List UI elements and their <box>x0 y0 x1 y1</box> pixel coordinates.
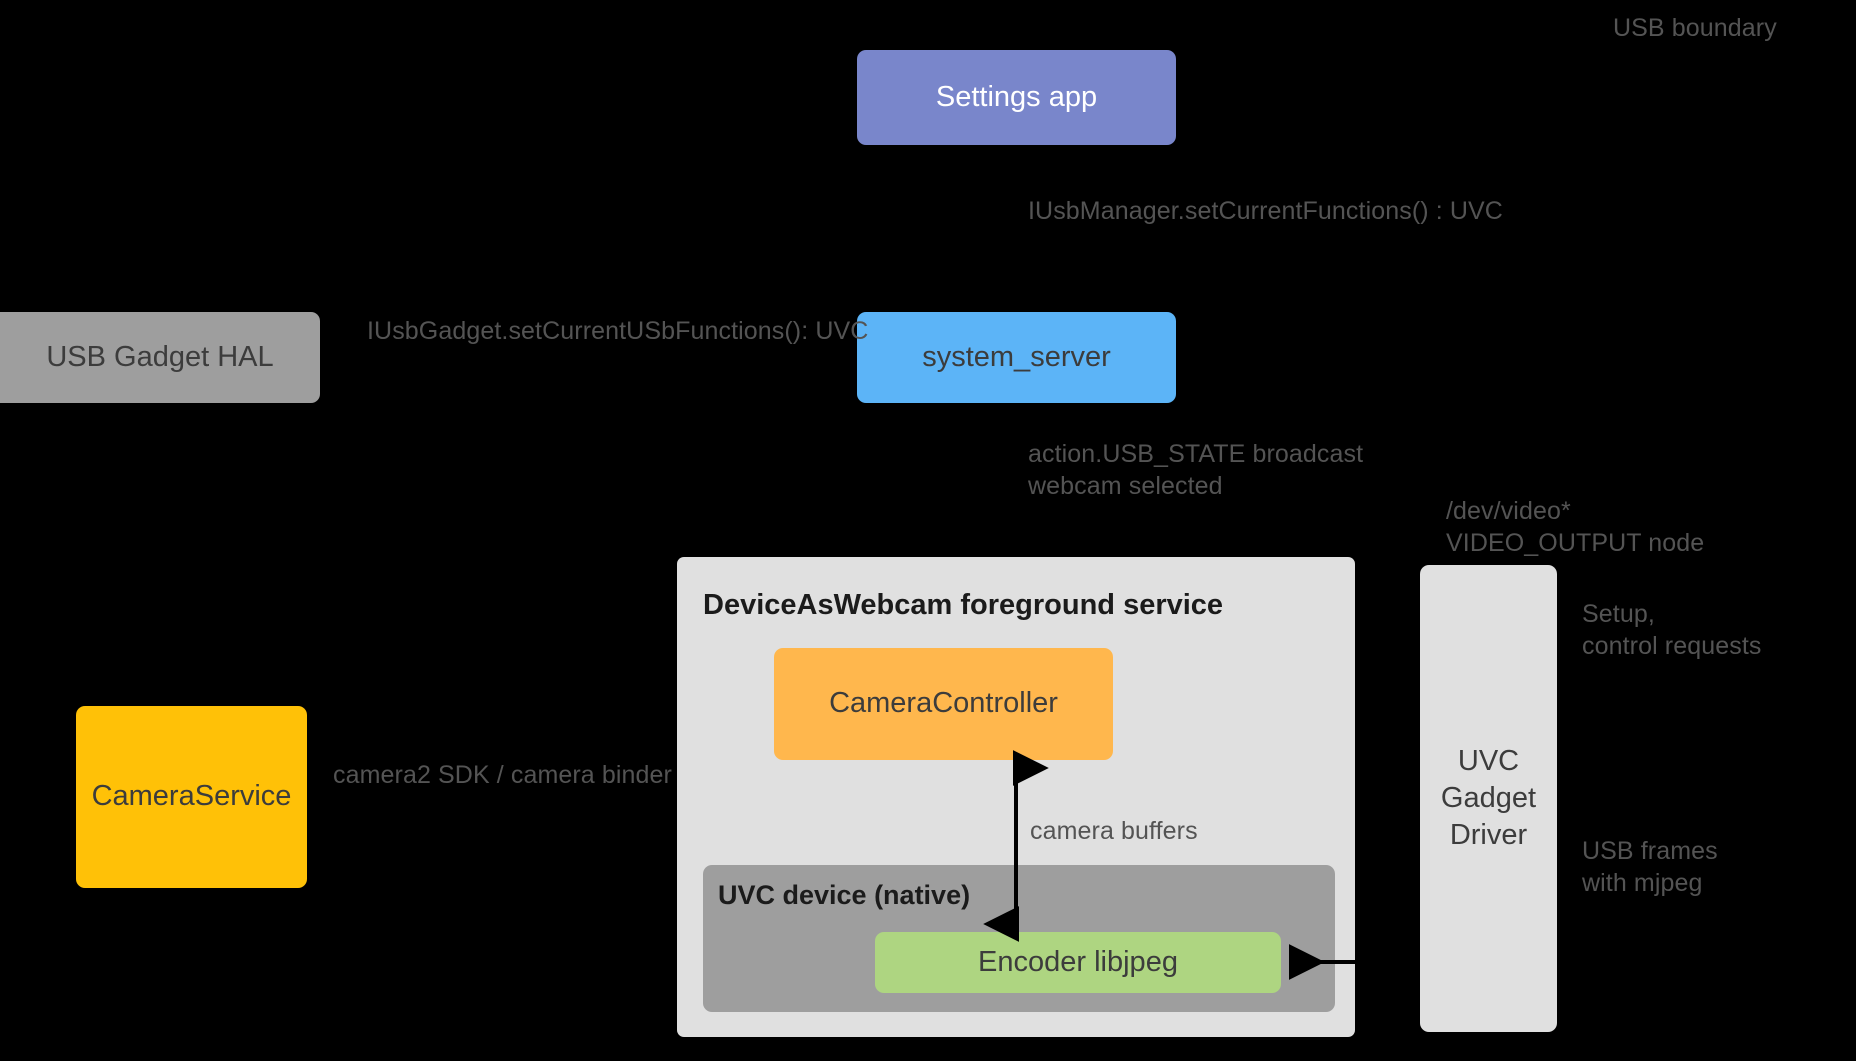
label-camera-buffers: camera buffers <box>1030 817 1198 845</box>
label-usb-state-broadcast: action.USB_STATE broadcast webcam select… <box>1028 440 1364 500</box>
node-encoder-libjpeg[interactable]: Encoder libjpeg <box>875 932 1281 993</box>
node-camera-controller[interactable]: CameraController <box>774 648 1113 760</box>
node-settings-app[interactable]: Settings app <box>857 50 1176 145</box>
label-usb-frames-with-mjpeg: USB frames with mjpeg <box>1582 837 1718 897</box>
label-usb-boundary: USB boundary <box>1613 14 1777 42</box>
node-usb-gadget-hal[interactable]: USB Gadget HAL <box>0 312 320 403</box>
label-iusbgadget-setcurrentusbfunctions: IUsbGadget.setCurrentUSbFunctions(): UVC <box>367 317 869 345</box>
node-uvc-gadget-driver[interactable]: UVC Gadget Driver <box>1420 565 1557 1032</box>
label-camera2-sdk-camera-binder: camera2 SDK / camera binder <box>333 761 672 789</box>
label-iusbmanager-setcurrentfunctions: IUsbManager.setCurrentFunctions() : UVC <box>1028 197 1503 225</box>
node-camera-service[interactable]: CameraService <box>76 706 307 888</box>
panel-title-uvc-device-native: UVC device (native) <box>718 880 971 910</box>
label-dev-video-node: /dev/video* VIDEO_OUTPUT node <box>1446 497 1705 557</box>
node-system-server[interactable]: system_server <box>857 312 1176 403</box>
panel-title-deviceaswebcam: DeviceAsWebcam foreground service <box>703 589 1224 621</box>
label-setup-control-requests: Setup, control requests <box>1582 600 1762 660</box>
